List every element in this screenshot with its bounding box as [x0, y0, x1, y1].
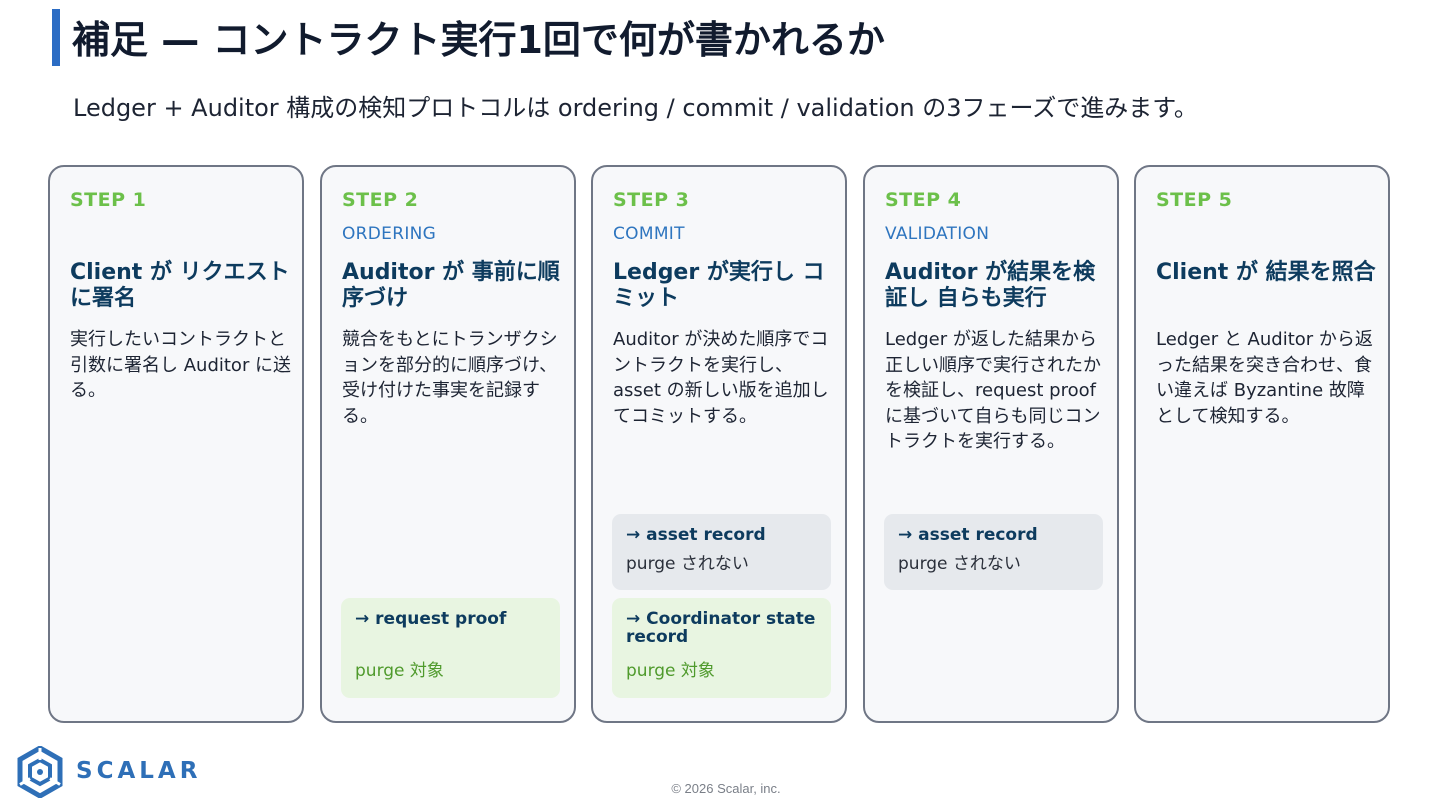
page-title: 補足 — コントラクト実行1回で何が書かれるか: [72, 18, 885, 62]
step-label: STEP 3: [613, 189, 690, 211]
step-card-5: STEP 5 Client が 結果を照合 Ledger と Auditor か…: [1134, 165, 1390, 723]
step-description: Ledger が返した結果から正しい順序で実行されたかを検証し、request …: [885, 329, 1101, 452]
step-card-3: STEP 3 COMMIT Ledger が実行し コミット Auditor が…: [591, 165, 847, 723]
record-note: purge 対象: [355, 661, 444, 681]
phase-label: VALIDATION: [885, 224, 990, 244]
record-note: purge されない: [626, 554, 749, 574]
record-note: purge されない: [898, 554, 1021, 574]
record-box-asset-record: → asset record purge されない: [612, 514, 831, 590]
step-title: Client が リクエストに署名: [70, 260, 290, 311]
record-label: → asset record: [898, 525, 1038, 545]
step-card-4: STEP 4 VALIDATION Auditor が結果を検証し 自らも実行 …: [863, 165, 1119, 723]
step-title: Auditor が 事前に順序づけ: [342, 260, 560, 311]
step-description: 実行したいコントラクトと引数に署名し Auditor に送る。: [70, 329, 292, 401]
step-description: Auditor が決めた順序でコントラクトを実行し、asset の新しい版を追加…: [613, 329, 829, 427]
record-label: → request proof: [355, 609, 507, 629]
step-title: Ledger が実行し コミット: [613, 260, 825, 311]
phase-label: COMMIT: [613, 224, 685, 244]
step-description: Ledger と Auditor から返った結果を突き合わせ、食い違えば Byz…: [1156, 329, 1373, 427]
step-card-2: STEP 2 ORDERING Auditor が 事前に順序づけ 競合をもとに…: [320, 165, 576, 723]
step-label: STEP 1: [70, 189, 147, 211]
record-label: → asset record: [626, 525, 766, 545]
step-title: Auditor が結果を検証し 自らも実行: [885, 260, 1096, 311]
step-description: 競合をもとにトランザクションを部分的に順序づけ、受け付けた事実を記録する。: [342, 329, 558, 427]
page-subtitle: Ledger + Auditor 構成の検知プロトコルは ordering / …: [73, 94, 1198, 122]
title-accent-bar: [52, 9, 60, 66]
step-label: STEP 2: [342, 189, 419, 211]
record-box-coordinator-state-record: → Coordinator state record purge 対象: [612, 598, 831, 698]
step-label: STEP 4: [885, 189, 962, 211]
scalar-logo-icon: [17, 746, 63, 798]
record-box-request-proof: → request proof purge 対象: [341, 598, 560, 698]
copyright: © 2026 Scalar, inc.: [671, 781, 781, 796]
scalar-logo-text: SCALAR: [76, 758, 202, 784]
record-note: purge 対象: [626, 661, 715, 681]
step-card-1: STEP 1 Client が リクエストに署名 実行したいコントラクトと引数に…: [48, 165, 304, 723]
step-title: Client が 結果を照合: [1156, 260, 1376, 285]
record-box-asset-record: → asset record purge されない: [884, 514, 1103, 590]
record-label: → Coordinator state record: [626, 609, 816, 647]
step-label: STEP 5: [1156, 189, 1233, 211]
phase-label: ORDERING: [342, 224, 437, 244]
